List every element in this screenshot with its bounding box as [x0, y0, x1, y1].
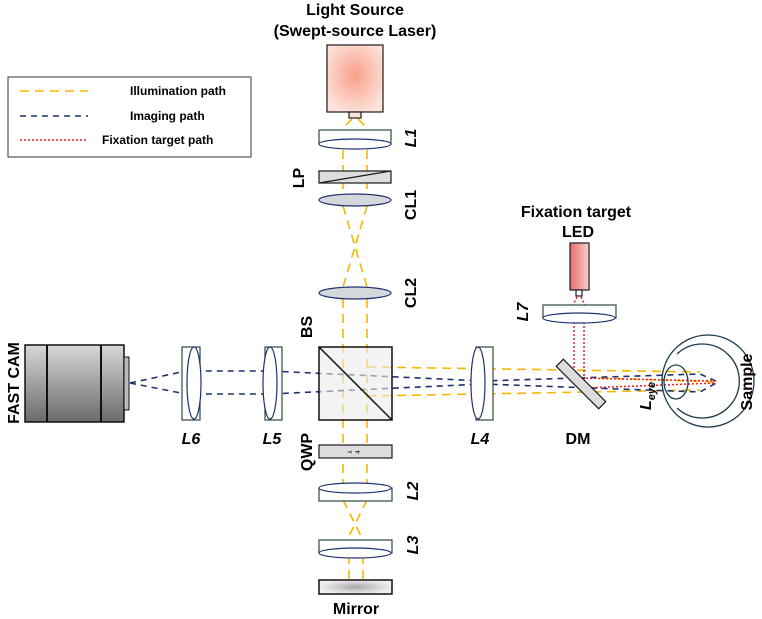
cylindrical-lens-cl1	[318, 193, 392, 207]
qwp-lambda: λ	[348, 451, 354, 454]
fast-camera	[24, 344, 130, 423]
laser-source	[326, 44, 384, 113]
legend-fixation-label: Fixation target path	[102, 133, 213, 147]
label-sample: Sample	[739, 353, 756, 410]
label-l5: L5	[263, 431, 283, 448]
lens-l2	[318, 482, 393, 502]
label-qwp: QWP	[299, 433, 316, 472]
label-camera: FAST CAM	[6, 342, 23, 424]
fixation-beams	[572, 296, 717, 389]
laser-aperture	[348, 111, 362, 119]
label-leye: Leye	[638, 382, 658, 410]
label-l1: L1	[403, 129, 420, 148]
lens-l4	[470, 346, 494, 421]
linear-polarizer	[318, 170, 392, 184]
led-aperture	[575, 289, 583, 297]
dichroic-mirror	[555, 358, 607, 410]
label-cl2: CL2	[403, 278, 420, 308]
mirror	[318, 579, 393, 595]
lens-l7	[542, 304, 617, 324]
eye-sample	[661, 334, 755, 428]
light-source-subtitle: (Swept-source Laser)	[274, 23, 437, 40]
lens-l3	[318, 539, 393, 559]
illumination-beams	[338, 118, 721, 580]
label-l4: L4	[471, 431, 490, 448]
label-dm: DM	[566, 431, 591, 448]
label-l2: L2	[405, 482, 422, 501]
fixation-target-title: Fixation target	[521, 204, 632, 221]
legend: Illumination path Imaging path Fixation …	[7, 76, 252, 158]
lens-l6	[181, 346, 202, 421]
beam-splitter	[318, 346, 393, 421]
label-lp: LP	[291, 167, 308, 188]
light-source-title: Light Source	[306, 2, 404, 19]
lens-l5	[262, 346, 283, 421]
lens-l1	[318, 129, 392, 150]
legend-imaging-label: Imaging path	[130, 109, 205, 123]
label-l7: L7	[515, 302, 532, 322]
label-led: LED	[562, 224, 594, 241]
quarter-wave-plate	[318, 444, 393, 459]
label-mirror: Mirror	[333, 601, 379, 618]
label-cl1: CL1	[403, 190, 420, 220]
legend-illumination-label: Illumination path	[130, 84, 226, 98]
label-l3: L3	[405, 536, 422, 555]
qwp-four: 4	[356, 450, 362, 454]
cylindrical-lens-cl2	[318, 286, 392, 300]
label-bs: BS	[299, 316, 316, 339]
label-l6: L6	[182, 431, 201, 448]
led	[569, 242, 590, 291]
